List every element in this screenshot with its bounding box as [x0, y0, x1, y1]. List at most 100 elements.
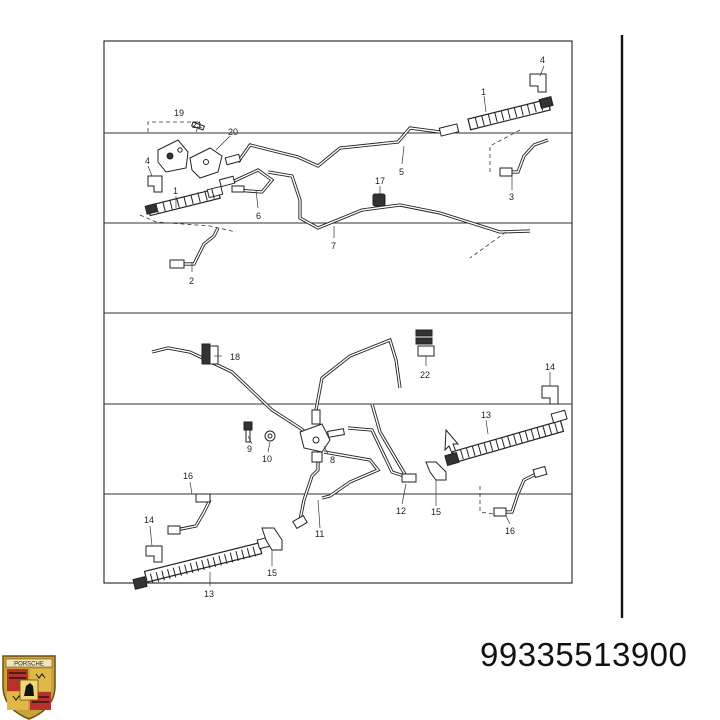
hose-rib — [500, 110, 505, 121]
hose-rib — [252, 546, 257, 557]
fitting — [218, 175, 236, 188]
hose-rib — [526, 104, 531, 114]
brake-hose-left-bottom — [132, 535, 276, 590]
hose-rib — [155, 572, 160, 582]
logo-text: PORSCHE — [14, 662, 44, 668]
hose-rib — [241, 549, 245, 560]
callout-3: 3 — [509, 192, 514, 202]
hose-rib — [201, 560, 205, 570]
bolt — [243, 421, 253, 443]
callout-4-right: 4 — [540, 55, 545, 65]
callout-14-left: 14 — [144, 515, 154, 525]
hose-rib — [195, 561, 200, 572]
hose-rib — [183, 196, 187, 206]
clip — [541, 385, 559, 405]
clip — [529, 73, 547, 93]
callout-1-left: 1 — [173, 186, 178, 196]
callout-14-right: 14 — [545, 362, 555, 372]
brake-line-11 — [292, 450, 381, 530]
hose-rib — [542, 426, 547, 436]
hose-rib — [149, 573, 154, 584]
callout-bracket — [489, 129, 521, 172]
hose-rib — [554, 422, 558, 433]
hose-rib — [494, 112, 498, 123]
callout-17: 17 — [375, 176, 385, 186]
hose-rib — [474, 117, 479, 128]
hose-rib — [539, 100, 544, 111]
hose-rib — [178, 566, 182, 576]
hose-rib — [536, 427, 541, 438]
hose-rib — [487, 114, 492, 124]
hose-rib — [460, 449, 464, 460]
brake-line-16-left — [167, 493, 212, 535]
brake-line-3 — [499, 138, 549, 177]
callout-16-left: 16 — [183, 471, 193, 481]
callout-15-left: 15 — [267, 568, 277, 578]
callout-4-left: 4 — [145, 156, 150, 166]
hose-rib — [471, 446, 476, 456]
clip — [145, 545, 163, 563]
callout-6: 6 — [256, 211, 261, 221]
callout-20: 20 — [228, 127, 238, 137]
callout-11: 11 — [315, 529, 324, 539]
hose-rib — [189, 563, 194, 573]
brake-distributor — [157, 121, 223, 179]
direction-arrow-icon — [444, 428, 460, 454]
callout-labels: 1 1 2 3 4 4 5 6 7 8 9 10 11 12 13 13 14 … — [144, 55, 555, 599]
hose-rib — [162, 201, 166, 212]
hose-rib — [190, 194, 194, 205]
hose-rib — [533, 102, 537, 113]
hose-rib — [548, 424, 553, 435]
hose-bracket — [425, 461, 447, 481]
fitting — [224, 153, 242, 166]
brake-line-16-right — [493, 465, 548, 517]
hose-rib — [465, 447, 470, 458]
brake-t-piece — [299, 409, 345, 453]
callout-19: 19 — [174, 108, 184, 118]
callout-22: 22 — [420, 370, 430, 380]
hose-rib — [206, 558, 211, 569]
hose-rib — [229, 552, 234, 563]
hose-rib — [218, 555, 222, 566]
brake-hose-left-top — [144, 185, 224, 217]
hose-rib — [169, 199, 173, 210]
hose-rib — [495, 439, 500, 450]
hose-rib — [524, 431, 529, 441]
hose-rib — [483, 442, 488, 453]
callout-21: 21 — [192, 120, 202, 130]
callout-13-right: 13 — [481, 410, 491, 420]
grommet — [372, 193, 386, 207]
callout-bracket — [469, 231, 507, 259]
hose-bracket — [261, 527, 283, 551]
hose-rib — [507, 109, 511, 119]
callout-16-right: 16 — [505, 526, 515, 536]
diagram-frame — [103, 40, 573, 584]
hose-rib — [161, 570, 165, 581]
brake-line-6 — [229, 168, 275, 194]
hose-rib — [477, 444, 482, 455]
clip — [147, 175, 163, 193]
hose-rib — [513, 434, 517, 445]
hose-rib — [520, 105, 524, 116]
hose-corrugation — [149, 100, 558, 584]
hose-rib — [184, 564, 188, 575]
fitting — [231, 185, 245, 193]
hose-rib — [204, 190, 208, 201]
porsche-crest-icon: PORSCHE — [2, 655, 56, 720]
brake-line-12 — [347, 403, 417, 483]
hose-rib — [513, 107, 518, 118]
hose-rib — [211, 188, 215, 199]
callout-7: 7 — [331, 241, 336, 251]
hose-rib — [212, 557, 217, 567]
part-number: 99335513900 — [480, 636, 688, 673]
hose-rib — [167, 569, 171, 579]
hose-rib — [501, 437, 505, 448]
callout-bracket — [479, 486, 495, 515]
hose-rib — [172, 567, 177, 578]
callout-12: 12 — [396, 506, 406, 516]
hose-rib — [489, 441, 494, 451]
hose-rib — [518, 432, 523, 443]
callout-13-left: 13 — [204, 589, 214, 599]
brake-line-upper — [314, 337, 402, 411]
